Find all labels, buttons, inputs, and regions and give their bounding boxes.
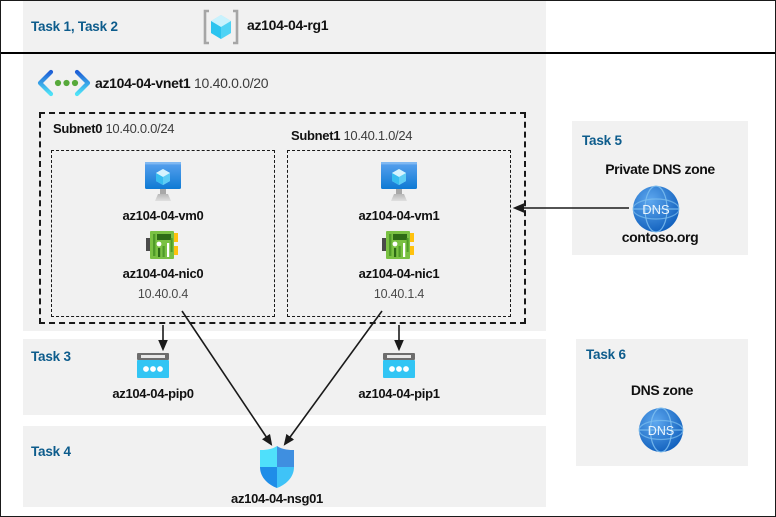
virtual-machine-icon bbox=[376, 159, 422, 203]
subnet-name-0: Subnet0 bbox=[53, 121, 103, 136]
virtual-network-icon bbox=[37, 69, 91, 97]
nic0-label: az104-04-nic0 bbox=[122, 266, 204, 281]
pip0-label: az104-04-pip0 bbox=[112, 386, 194, 401]
task-label-5: Task 5 bbox=[582, 133, 622, 148]
task-label-3: Task 3 bbox=[31, 349, 71, 364]
dns-icon-text: DNS bbox=[642, 202, 670, 217]
vnet-address-space: 10.40.0.0/20 bbox=[194, 75, 269, 91]
nic1-ip: 10.40.1.4 bbox=[373, 287, 425, 301]
vnet-title: az104-04-vnet1 10.40.0.0/20 bbox=[95, 75, 269, 91]
task-label-1-2: Task 1, Task 2 bbox=[31, 19, 118, 34]
dns-icon-text: DNS bbox=[648, 424, 674, 438]
subnet-box-1 bbox=[287, 150, 511, 317]
public-ip-address-icon bbox=[380, 352, 418, 382]
header-divider bbox=[1, 52, 775, 54]
task-label-4: Task 4 bbox=[31, 444, 71, 459]
nsg-label: az104-04-nsg01 bbox=[231, 491, 323, 506]
public-ip-address-icon bbox=[134, 352, 172, 382]
subnets-container bbox=[39, 112, 526, 324]
subnet-title-1: Subnet1 10.40.1.0/24 bbox=[291, 128, 412, 143]
dns-zone-icon: DNS bbox=[637, 406, 685, 454]
network-security-group-icon bbox=[258, 445, 296, 489]
vm1-label: az104-04-vm1 bbox=[358, 208, 440, 223]
pip1-label: az104-04-pip1 bbox=[358, 386, 440, 401]
header-panel bbox=[23, 1, 546, 52]
resource-group-icon bbox=[201, 7, 241, 47]
virtual-machine-icon bbox=[140, 159, 186, 203]
vnet-name: az104-04-vnet1 bbox=[95, 75, 191, 91]
task5-zone-name: contoso.org bbox=[621, 229, 699, 245]
task6-heading: DNS zone bbox=[630, 382, 694, 398]
subnet-cidr-0: 10.40.0.0/24 bbox=[105, 121, 175, 136]
task3-panel bbox=[23, 339, 546, 415]
nic0-ip: 10.40.0.4 bbox=[137, 287, 189, 301]
network-interface-icon bbox=[146, 229, 180, 261]
network-interface-icon bbox=[382, 229, 416, 261]
resource-group-name: az104-04-rg1 bbox=[247, 17, 329, 33]
task5-heading: Private DNS zone bbox=[605, 161, 715, 177]
subnet-cidr-1: 10.40.1.0/24 bbox=[343, 128, 413, 143]
vnet-panel bbox=[23, 54, 546, 331]
subnet-name-1: Subnet1 bbox=[291, 128, 341, 143]
nic1-label: az104-04-nic1 bbox=[358, 266, 440, 281]
vm0-label: az104-04-vm0 bbox=[122, 208, 204, 223]
subnet-title-0: Subnet0 10.40.0.0/24 bbox=[53, 121, 174, 136]
subnet-box-0 bbox=[51, 150, 275, 317]
dns-zone-icon: DNS bbox=[631, 184, 681, 234]
task-label-6: Task 6 bbox=[586, 347, 626, 362]
